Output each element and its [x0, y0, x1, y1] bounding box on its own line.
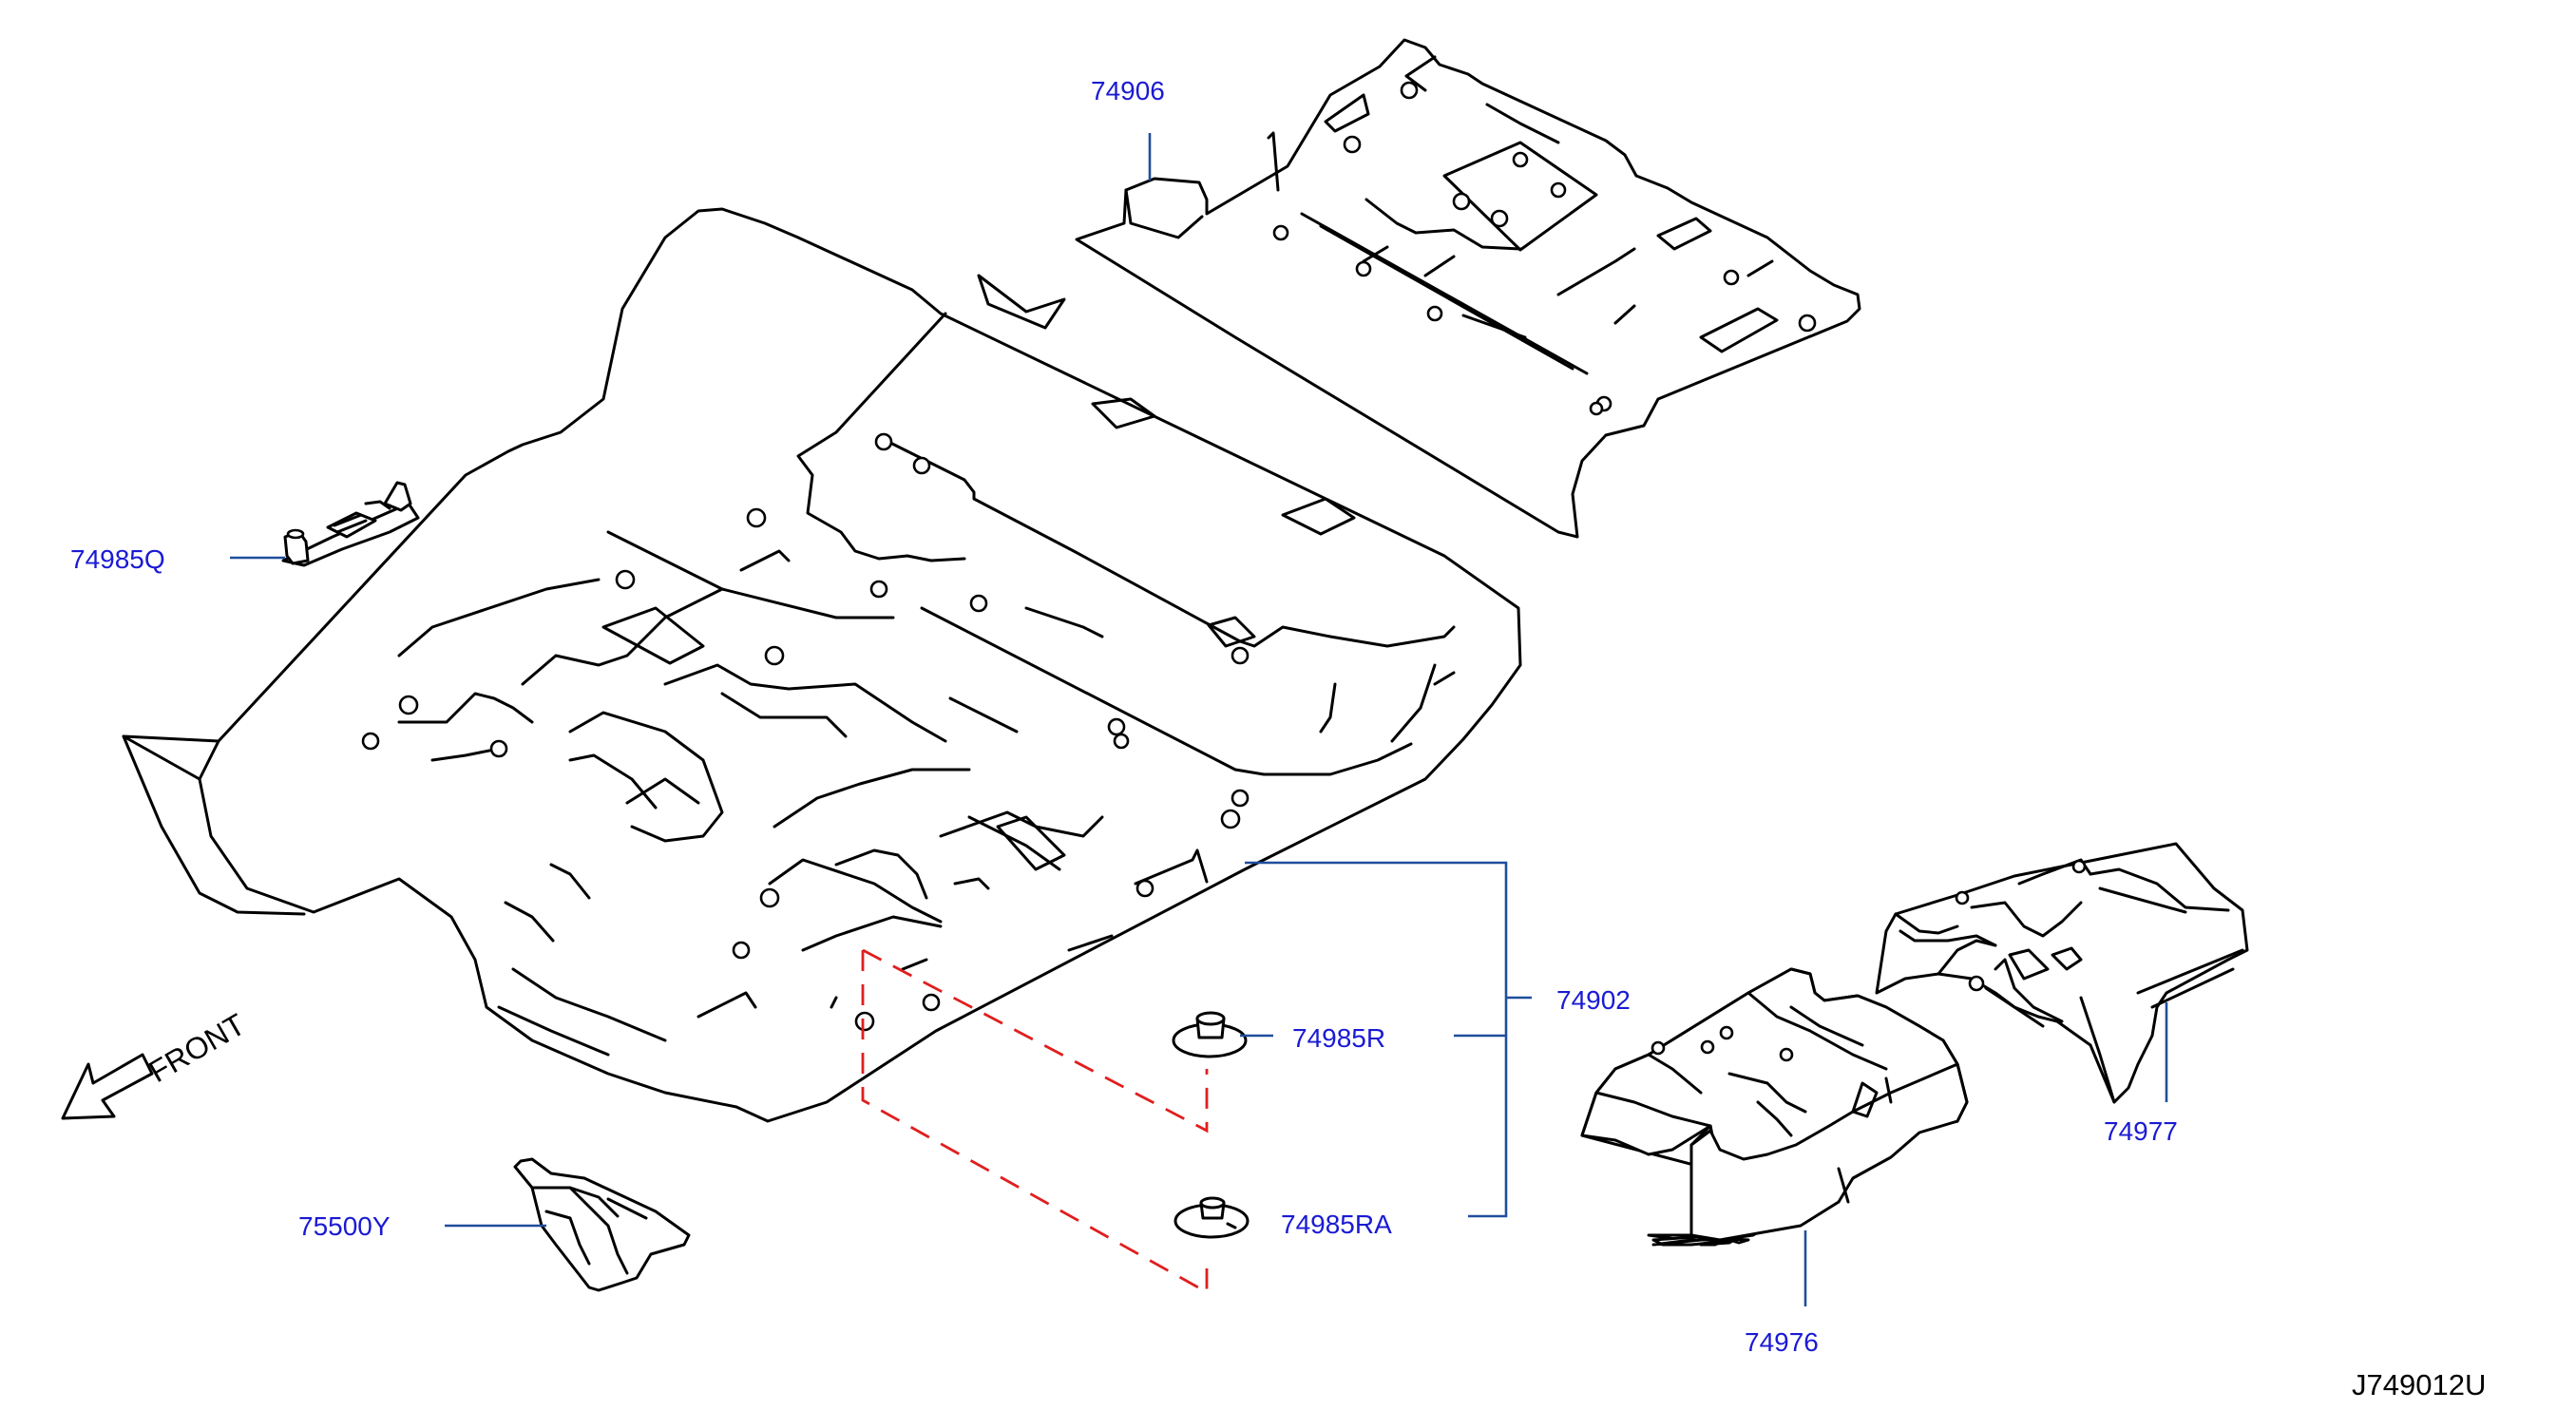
- label-74906[interactable]: 74906: [1091, 76, 1165, 105]
- part-74985Q-clip[interactable]: [281, 481, 420, 567]
- part-74976-front-insulator[interactable]: [1580, 967, 1969, 1247]
- part-74977-rear-insulator[interactable]: [1875, 842, 2249, 1104]
- drawing-number: J749012U: [2352, 1368, 2486, 1401]
- label-74985RA[interactable]: 74985RA: [1281, 1210, 1392, 1239]
- label-75500Y[interactable]: 75500Y: [298, 1211, 391, 1241]
- part-74906-rear-insulator[interactable]: [1075, 38, 1861, 539]
- front-arrow: FRONT: [61, 1007, 251, 1120]
- label-74902[interactable]: 74902: [1556, 985, 1631, 1015]
- part-74985R-grommet[interactable]: [1172, 1011, 1248, 1058]
- front-arrow-icon: [61, 1053, 154, 1120]
- part-74985RA-grommet[interactable]: [1174, 1196, 1250, 1239]
- leader-lines: [230, 133, 2168, 1306]
- label-74976[interactable]: 74976: [1745, 1327, 1819, 1357]
- part-75500Y-bracket[interactable]: [513, 1157, 691, 1292]
- label-74977[interactable]: 74977: [2104, 1116, 2178, 1146]
- label-74985Q[interactable]: 74985Q: [70, 544, 165, 574]
- label-74985R[interactable]: 74985R: [1292, 1023, 1385, 1053]
- part-74902-floor-carpet[interactable]: [122, 207, 1522, 1123]
- part-callout-labels: 74906 74985Q 74902 74985R 74985RA 75500Y…: [70, 76, 2486, 1401]
- dashed-reference-lines: [861, 948, 1209, 1295]
- front-label: FRONT: [143, 1007, 251, 1089]
